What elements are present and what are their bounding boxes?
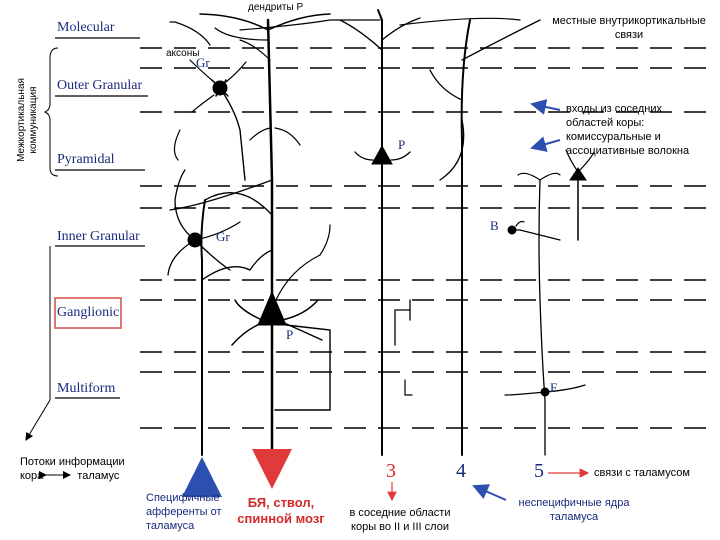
axons-label: аксоны <box>166 48 200 59</box>
dendrites-label: дендриты Р <box>248 2 304 13</box>
layer-pyramidal: Pyramidal <box>57 152 115 167</box>
specific-afferents-label: Специфичные афференты от таламуса <box>146 492 222 532</box>
thalamus-links-label: связи с таламусом <box>594 467 690 479</box>
layer-multiform: Multiform <box>57 381 116 396</box>
input-arrow-1 <box>530 99 561 115</box>
layer-molecular: Molecular <box>57 20 115 35</box>
layer-inner-granular: Inner Granular <box>57 229 140 244</box>
cell-label-f: F <box>550 380 558 395</box>
neurons <box>167 9 595 457</box>
ganglionic-box <box>54 297 122 329</box>
nonspecific-arrow <box>472 484 507 501</box>
adjacent-areas-label: в соседние области коры во II и III слои <box>349 507 451 533</box>
layer-boundaries <box>140 47 715 429</box>
cell-label-gr-mid: Gr <box>216 229 230 244</box>
cell-label-gr-top: Gr <box>196 55 210 70</box>
brainstem-label: БЯ, ствол, спинной мозг <box>237 495 325 526</box>
intercortical-label: Межкортикальная коммуникация <box>16 78 39 162</box>
side-brace <box>43 47 59 177</box>
local-links-label: местные внутрикортикальные связи <box>552 15 706 41</box>
cell-label-p-mid: P <box>398 137 406 152</box>
cell-label-b: B <box>490 218 499 233</box>
inputs-label: входы из соседних областей коры: комиссу… <box>566 103 690 157</box>
layer-underlines <box>55 37 148 399</box>
layer-ganglionic: Ganglionic <box>57 305 120 320</box>
cell-label-p-low: P <box>286 327 294 342</box>
layer-outer-granular: Outer Granular <box>57 78 143 93</box>
input-arrow-2 <box>530 136 561 152</box>
column-number-5: 5 <box>534 460 544 482</box>
column-number-3: 3 <box>386 460 396 482</box>
nonspecific-nuclei-label: неспецифичные ядра таламуса <box>518 497 630 523</box>
column-number-4: 4 <box>456 460 466 482</box>
